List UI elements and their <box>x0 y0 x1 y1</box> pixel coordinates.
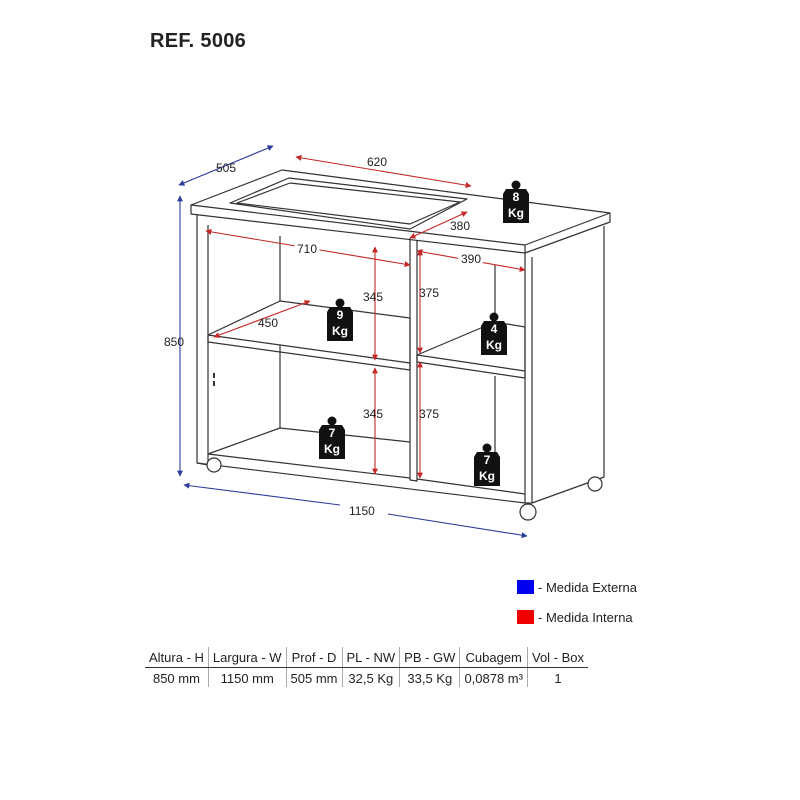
dim-depth-top: 505 <box>216 161 236 175</box>
dim-left-lower-height: 345 <box>363 407 383 421</box>
dimension-labels: 505 620 850 380 710 710 390 390 345 345 … <box>164 155 484 518</box>
legend-swatch-external <box>517 580 534 594</box>
header-volumes: Vol - Box <box>526 647 589 668</box>
legend-item-internal: - Medida Interna <box>517 608 637 626</box>
dim-right-lower-height: 375 <box>419 407 439 421</box>
weight-value: 7 <box>329 426 336 440</box>
dim-shelf-depth: 450 <box>258 316 278 330</box>
dim-left-width: 710 <box>297 242 317 256</box>
weight-marker-left-bottom: 7 Kg <box>319 416 345 459</box>
weight-value: 7 <box>484 453 491 467</box>
weight-value: 9 <box>337 308 344 322</box>
header-height: Altura - H <box>145 647 209 668</box>
dim-line-right-width <box>416 248 526 273</box>
cell-depth: 505 mm <box>285 667 343 687</box>
header-width: Largura - W <box>207 647 287 668</box>
dim-cutout-depth: 380 <box>450 219 470 233</box>
cabinet-outline <box>190 169 611 521</box>
legend-label-external: - Medida Externa <box>538 579 637 595</box>
dim-line-total-width-right <box>387 513 528 539</box>
external-dimensions <box>177 145 528 539</box>
weight-value: 4 <box>491 322 498 336</box>
weight-marker-right-shelf: 4 Kg <box>481 312 507 355</box>
legend-item-external: - Medida Externa <box>517 578 637 596</box>
weight-marker-left-shelf: 9 Kg <box>327 298 353 341</box>
cell-cubage: 0,0878 m³ <box>459 667 528 687</box>
dim-right-width: 390 <box>461 252 481 266</box>
weight-marker-right-bottom: 7 Kg <box>474 443 500 486</box>
weight-unit: Kg <box>332 324 348 338</box>
dim-left-upper-height: 345 <box>363 290 383 304</box>
cell-net-weight: 32,5 Kg <box>341 667 400 687</box>
dim-width-top: 620 <box>367 155 387 169</box>
dim-right-upper-height: 375 <box>419 286 439 300</box>
header-depth: Prof - D <box>285 647 343 668</box>
weight-unit: Kg <box>324 442 340 456</box>
weight-value: 8 <box>513 190 520 204</box>
internal-dimensions <box>205 154 526 479</box>
header-gross-weight: PB - GW <box>399 647 460 668</box>
weight-unit: Kg <box>508 206 524 220</box>
cell-gross-weight: 33,5 Kg <box>399 667 460 687</box>
dim-left-width: 710 <box>297 242 317 256</box>
spec-table-header-row: Altura - H Largura - W Prof - D PL - NW … <box>145 647 589 668</box>
dim-line-depth-top <box>178 145 274 186</box>
dim-right-width: 390 <box>461 252 481 266</box>
header-cubage: Cubagem <box>459 647 528 668</box>
dim-height-total: 850 <box>164 335 184 349</box>
dim-line-shelf-depth <box>213 300 311 338</box>
dim-line-width-top <box>295 154 472 189</box>
header-net-weight: PL - NW <box>341 647 400 668</box>
dim-line-cutout-depth <box>409 211 468 239</box>
cell-height: 850 mm <box>152 671 200 686</box>
cell-width: 1150 mm <box>207 667 287 687</box>
cell-volumes: 1 <box>526 667 589 687</box>
reference-title: REF. 5006 <box>150 30 247 52</box>
weight-unit: Kg <box>479 469 495 483</box>
weight-marker-top: 8 Kg <box>503 180 529 223</box>
legend-swatch-internal <box>517 610 534 624</box>
dim-line-total-width-left <box>183 482 341 506</box>
dim-total-width: 1150 <box>349 504 375 518</box>
spec-table: Altura - H Largura - W Prof - D PL - NW … <box>145 647 589 687</box>
legend: - Medida Externa - Medida Interna <box>517 578 637 638</box>
weight-unit: Kg <box>486 338 502 352</box>
table-row: 850 mm 1150 mm 505 mm 32,5 Kg 33,5 Kg 0,… <box>145 667 589 687</box>
legend-label-internal: - Medida Interna <box>538 609 633 625</box>
